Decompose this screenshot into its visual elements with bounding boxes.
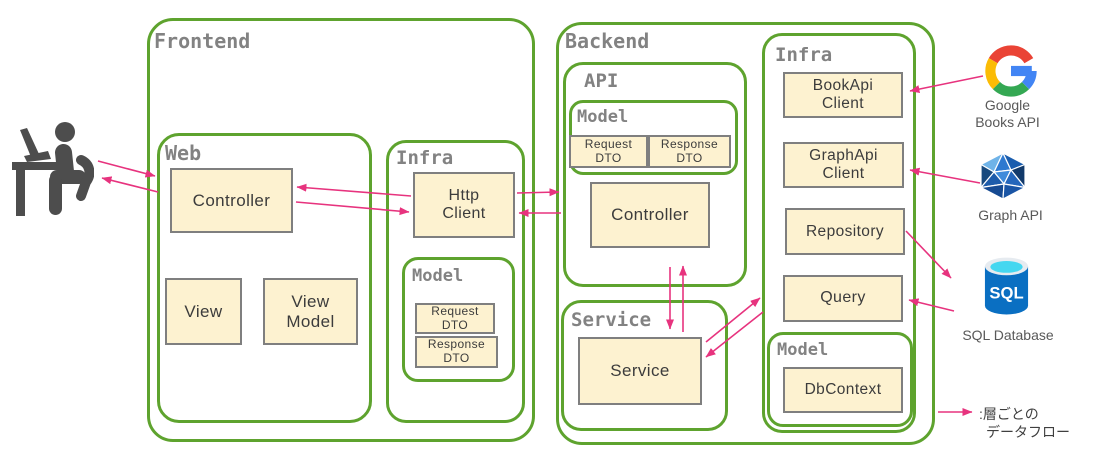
repository-box: Repository — [785, 208, 905, 255]
sql-database-label: SQL Database — [962, 327, 1054, 343]
person-at-desk-icon — [12, 122, 94, 216]
frontend-container — [147, 18, 535, 442]
legend-line1: :層ごとの — [979, 406, 1039, 422]
backend-model-label: Model — [777, 340, 829, 360]
legend-line2: データフロー — [986, 424, 1070, 440]
service-label: Service — [571, 309, 652, 331]
backend-model-container — [767, 332, 913, 427]
frontend-label: Frontend — [154, 29, 251, 53]
frontend-infra-container — [386, 140, 525, 423]
backend-controller-box: Controller — [590, 182, 710, 248]
view-model-box: View Model — [263, 278, 358, 345]
web-label: Web — [165, 141, 202, 165]
api-request-dto-box: Request DTO — [569, 135, 648, 168]
backend-infra-label: Infra — [775, 44, 833, 66]
api-container — [563, 62, 747, 287]
api-model-label: Model — [577, 107, 629, 127]
sql-icon-text: SQL — [989, 284, 1023, 303]
frontend-request-dto-box: Request DTO — [415, 303, 495, 334]
api-response-dto-box: Response DTO — [648, 135, 731, 168]
backend-label: Backend — [565, 29, 650, 53]
service-box: Service — [578, 337, 702, 405]
frontend-controller-box: Controller — [170, 168, 293, 233]
google-books-api-label: Google Books API — [975, 97, 1040, 130]
frontend-model-container — [402, 257, 515, 382]
sql-database-cylinder-icon: SQL — [984, 257, 1029, 315]
frontend-model-label: Model — [412, 266, 464, 286]
web-container — [157, 133, 372, 423]
query-box: Query — [783, 275, 903, 322]
service-container — [561, 300, 728, 431]
http-client-box: Http Client — [413, 172, 515, 238]
view-box: View — [165, 278, 242, 345]
book-api-client-box: BookApi Client — [783, 72, 903, 118]
api-label: API — [584, 70, 619, 92]
google-g-logo-icon — [985, 45, 1037, 97]
graph-api-label: Graph API — [978, 207, 1043, 223]
graph-api-polyhedron-icon — [980, 152, 1026, 200]
graph-api-client-box: GraphApi Client — [783, 142, 904, 188]
frontend-response-dto-box: Response DTO — [415, 336, 498, 368]
frontend-infra-label: Infra — [396, 147, 454, 169]
db-context-box: DbContext — [783, 367, 903, 413]
